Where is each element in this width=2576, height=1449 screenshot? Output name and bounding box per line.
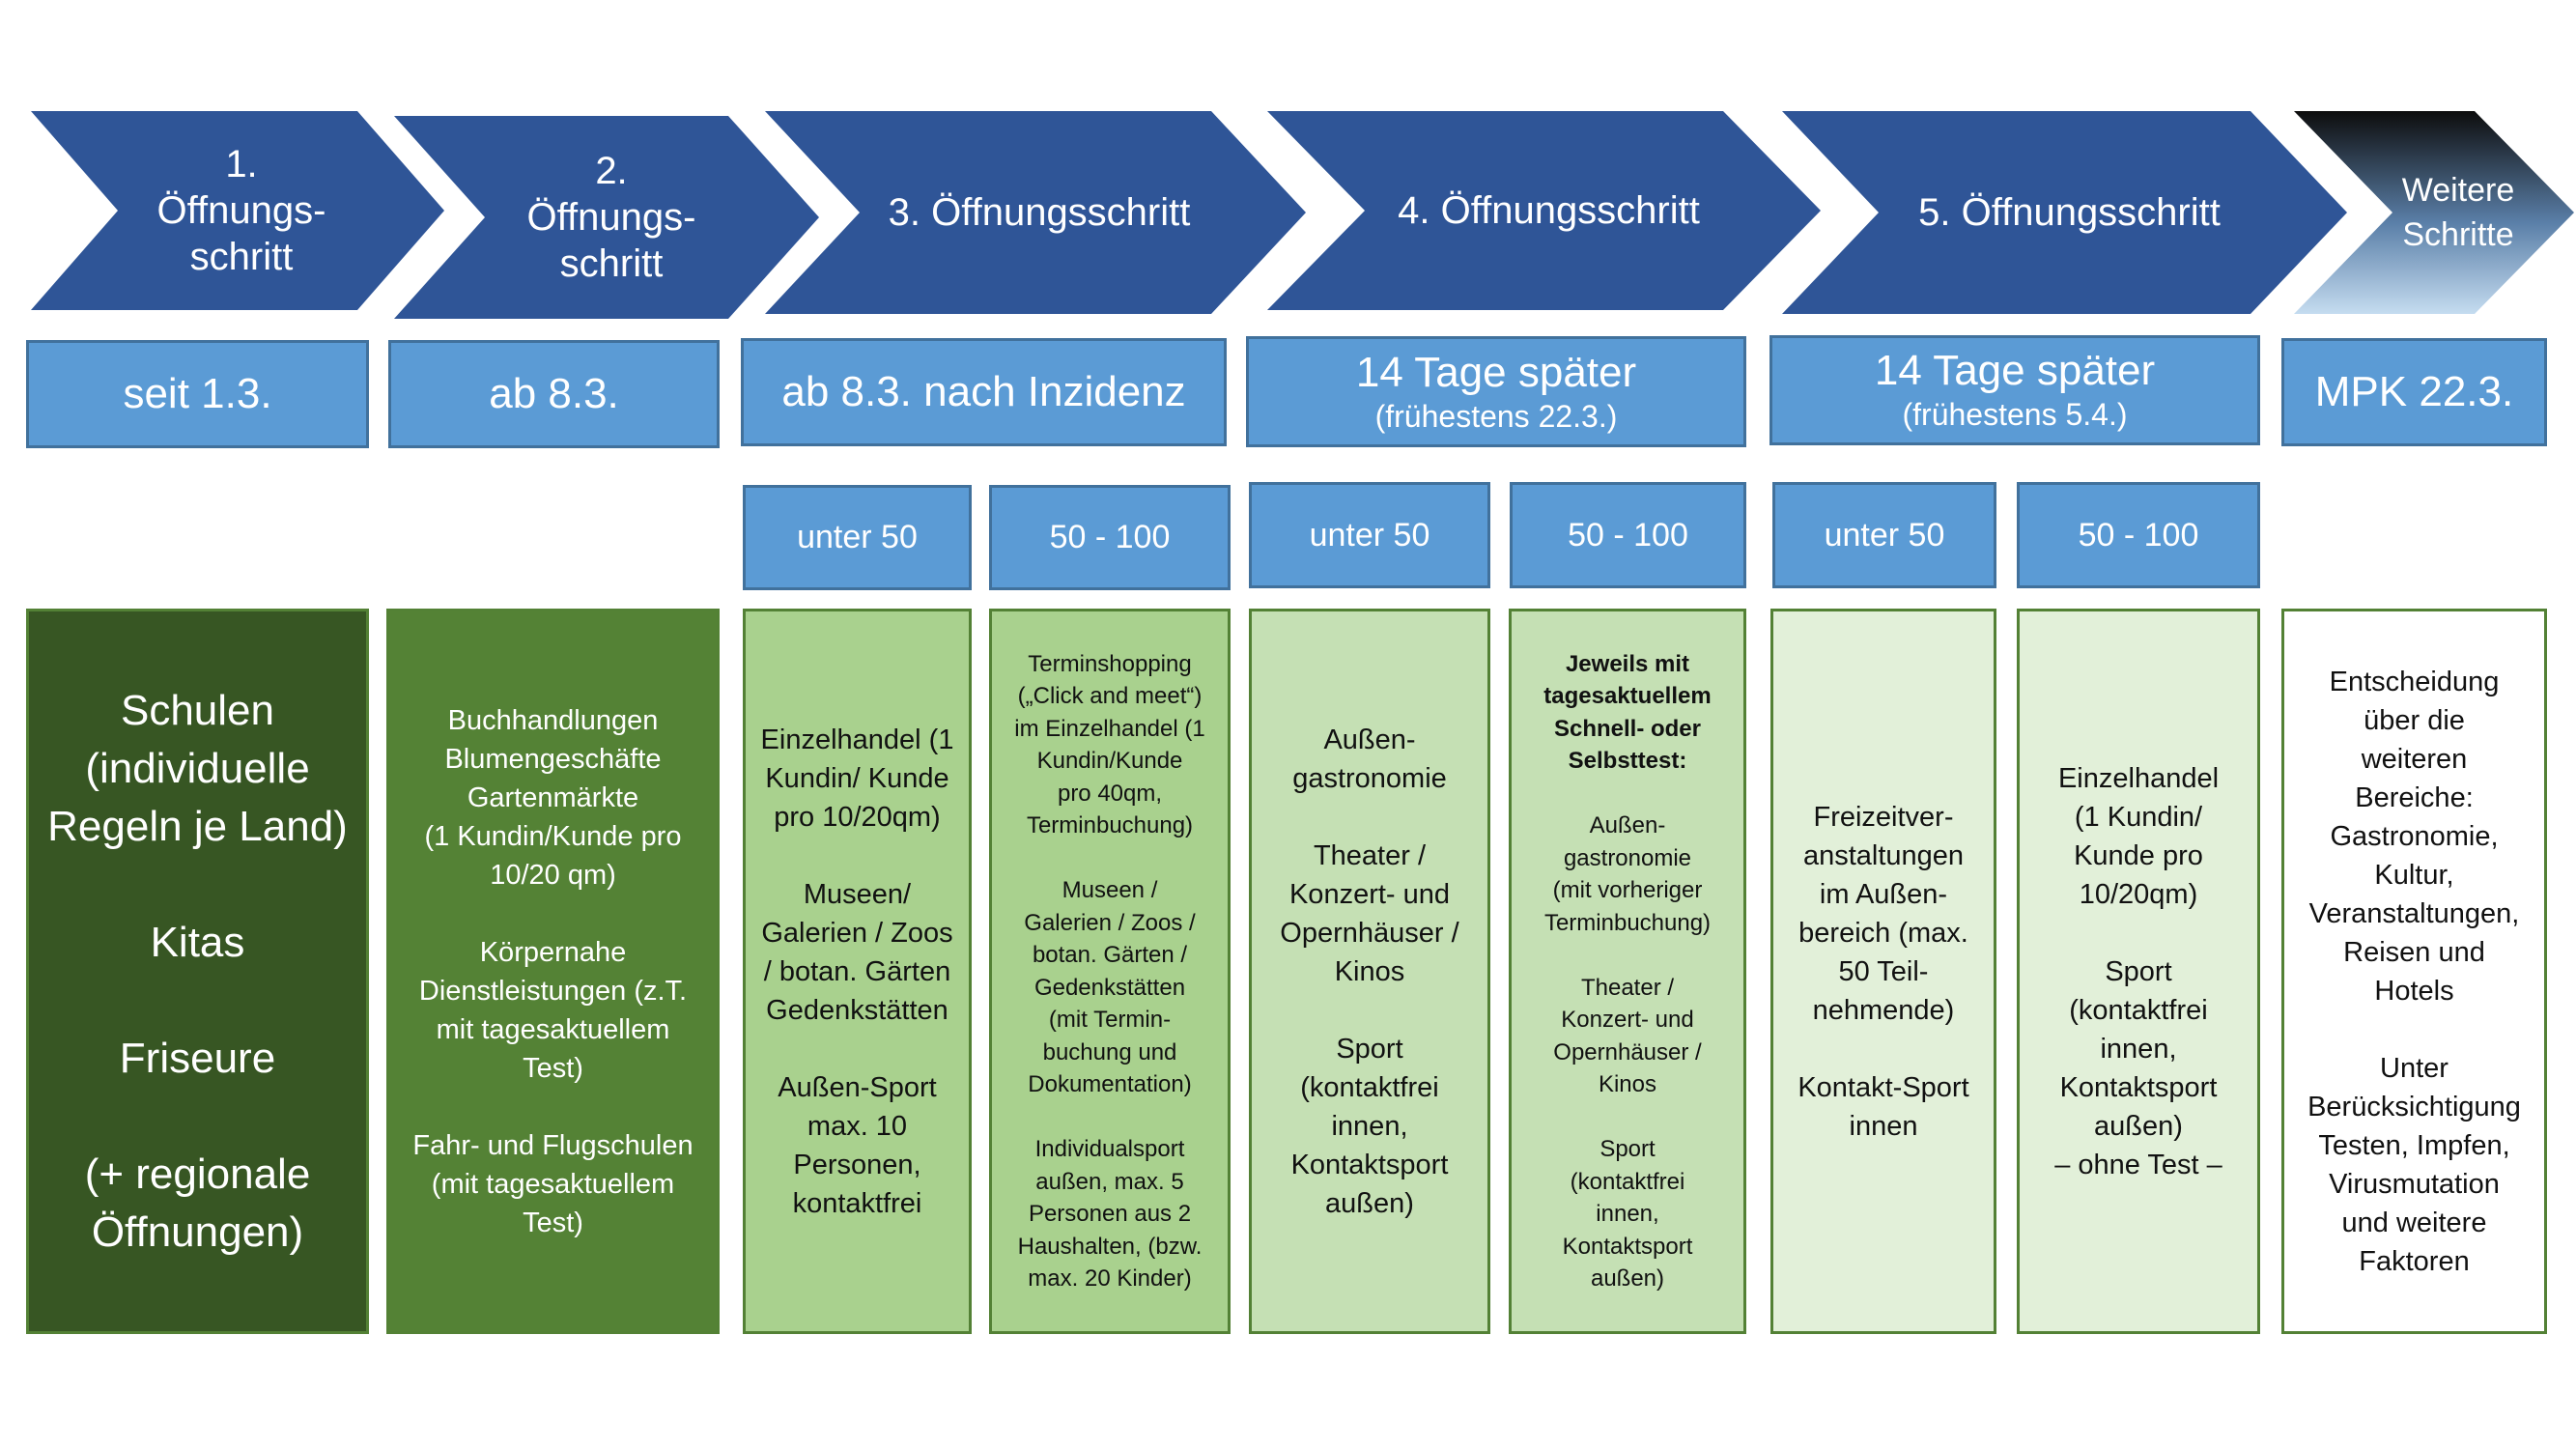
- step-arrow-2: [394, 116, 819, 319]
- date-main: 14 Tage später: [1355, 348, 1637, 396]
- date-box-6: MPK 22.3.: [2281, 338, 2547, 446]
- step-label-5: 5. Öffnungsschritt: [1918, 191, 2221, 234]
- content-box-1: Schulen (individuelle Regeln je Land) Ki…: [26, 609, 369, 1334]
- incidence-box-2: 50 - 100: [989, 485, 1231, 590]
- date-main: ab 8.3. nach Inzidenz: [781, 368, 1186, 415]
- step-label-2: 2. Öffnungs- schritt: [526, 150, 696, 285]
- date-box-5: 14 Tage später (frühestens 5.4.): [1769, 335, 2260, 445]
- date-sub: (frühestens 22.3.): [1374, 398, 1618, 434]
- date-main: 14 Tage später: [1874, 347, 2156, 394]
- content-box-6-heading: Jeweils mit tagesaktuellem Schnell- oder…: [1543, 650, 1712, 775]
- step-arrow-6: [2294, 111, 2574, 314]
- content-box-4: Terminshopping („Click and meet“) im Ein…: [989, 609, 1231, 1334]
- content-box-2: Buchhandlungen Blumengeschäfte Gartenmär…: [386, 609, 720, 1334]
- date-main: MPK 22.3.: [2314, 368, 2514, 415]
- date-main: ab 8.3.: [489, 370, 619, 417]
- step-arrow-4: [1267, 111, 1821, 310]
- date-sub: (frühestens 5.4.): [1902, 397, 2128, 432]
- incidence-box-4: 50 - 100: [1510, 482, 1746, 588]
- content-box-8: Einzelhandel (1 Kundin/ Kunde pro 10/20q…: [2017, 609, 2260, 1334]
- step-arrow-3: [765, 111, 1306, 314]
- content-box-6-text: Außen- gastronomie (mit vorheriger Termi…: [1543, 812, 1712, 1292]
- content-box-5: Außen- gastronomie Theater / Konzert- un…: [1249, 609, 1490, 1334]
- content-box-7: Freizeitver- anstaltungen im Außen- bere…: [1770, 609, 1996, 1334]
- content-box-9: Entscheidung über die weiteren Bereiche:…: [2281, 609, 2547, 1334]
- incidence-box-5: unter 50: [1772, 482, 1996, 588]
- step-label-3: 3. Öffnungsschritt: [888, 191, 1191, 234]
- date-box-4: 14 Tage später (frühestens 22.3.): [1246, 336, 1746, 447]
- date-main: seit 1.3.: [123, 370, 272, 417]
- date-box-3: ab 8.3. nach Inzidenz: [741, 338, 1227, 446]
- step-arrow-1: [31, 111, 444, 310]
- date-box-1: seit 1.3.: [26, 340, 369, 448]
- step-label-6: Weitere Schritte: [2401, 172, 2515, 253]
- step-label-1: 1. Öffnungs- schritt: [156, 143, 326, 278]
- incidence-box-3: unter 50: [1249, 482, 1490, 588]
- incidence-box-1: unter 50: [743, 485, 972, 590]
- step-arrow-5: [1782, 111, 2347, 314]
- step-label-4: 4. Öffnungsschritt: [1398, 189, 1700, 232]
- incidence-box-6: 50 - 100: [2017, 482, 2260, 588]
- content-box-3: Einzelhandel (1 Kundin/ Kunde pro 10/20q…: [743, 609, 972, 1334]
- date-box-2: ab 8.3.: [388, 340, 720, 448]
- content-box-6: Jeweils mit tagesaktuellem Schnell- oder…: [1509, 609, 1746, 1334]
